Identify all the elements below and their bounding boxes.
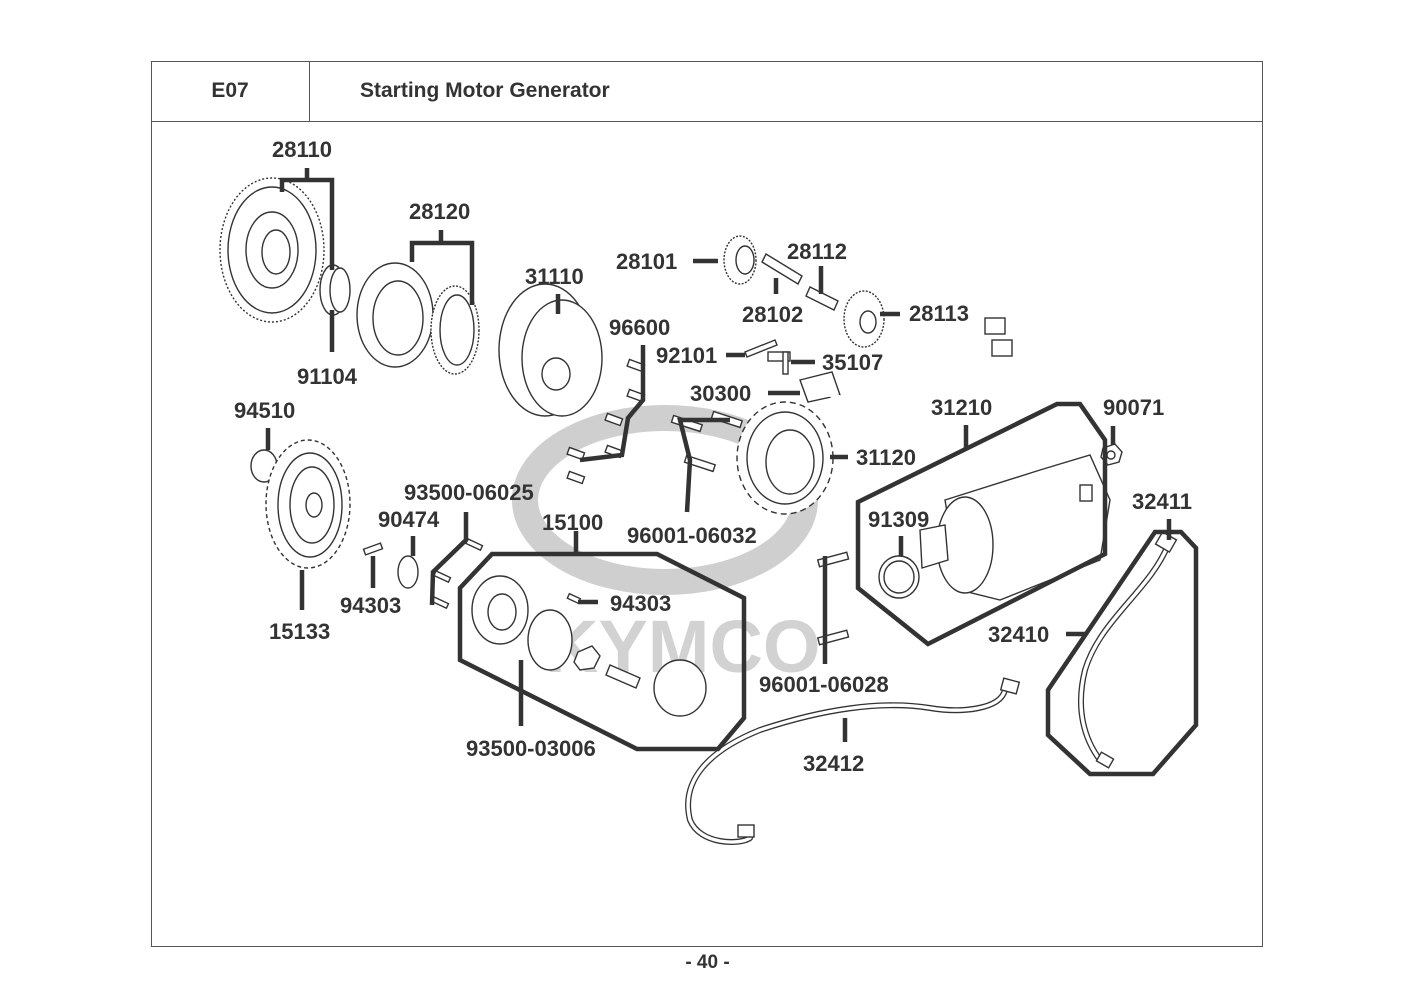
label-31120: 31120 [856, 445, 916, 470]
part-15100-oil-pump [471, 575, 707, 717]
label-32411: 32411 [1132, 489, 1192, 514]
part-28112-shaft [805, 286, 839, 311]
part-94303-pin-a [362, 542, 384, 556]
label-91104: 91104 [297, 364, 358, 389]
part-32412-ground-cable [685, 677, 1021, 845]
label-28120: 28120 [409, 199, 470, 224]
outline-15100 [457, 551, 747, 752]
label-15100: 15100 [542, 510, 603, 535]
label-28110: 28110 [272, 137, 332, 162]
part-91104-bearing [319, 264, 351, 316]
part-31210-starting-motor [919, 454, 1111, 601]
label-96600: 96600 [609, 315, 670, 340]
section-title: Starting Motor Generator [310, 61, 1263, 122]
part-35107-sensor [767, 351, 791, 375]
label-31110: 31110 [525, 264, 584, 289]
label-90474: 90474 [378, 507, 440, 532]
part-28102-shaft [761, 253, 803, 285]
label-28112: 28112 [787, 239, 847, 264]
part-28101-gear [723, 235, 757, 285]
bracket-93500-06025 [429, 512, 469, 606]
part-92101-bolt [744, 339, 778, 358]
part-91309-oring [878, 555, 920, 599]
bracket-96600 [579, 345, 646, 463]
label-90071: 90071 [1103, 395, 1164, 420]
label-94303-a: 94303 [340, 593, 401, 618]
label-28101: 28101 [616, 249, 677, 274]
section-code: E07 [151, 61, 310, 122]
bracket-96001-06032 [677, 417, 730, 513]
part-30300-pulser-harness [799, 317, 1013, 403]
part-28113-gear [843, 290, 885, 348]
diagram-frame [151, 61, 1263, 947]
label-32412: 32412 [803, 751, 864, 776]
label-94303-b: 94303 [610, 591, 671, 616]
outline-32411 [1045, 529, 1199, 777]
label-28113: 28113 [909, 301, 969, 326]
label-30300: 30300 [690, 381, 751, 406]
outline-31210 [855, 401, 1108, 647]
part-90474-washer [397, 555, 419, 589]
page-number: - 40 - [685, 952, 730, 973]
part-31110-flywheel [498, 283, 603, 417]
part-31120-stator [736, 401, 834, 515]
label-92101: 92101 [656, 343, 717, 368]
part-28110-gear [219, 177, 325, 323]
label-93500-03006: 93500-03006 [466, 736, 596, 761]
label-94510: 94510 [234, 398, 295, 423]
part-96001-06028-bolts [816, 551, 850, 646]
label-96001-06032: 96001-06032 [627, 523, 757, 548]
label-32410: 32410 [988, 622, 1049, 647]
label-31210: 31210 [931, 395, 992, 420]
label-15133: 15133 [269, 619, 330, 644]
label-91309: 91309 [868, 507, 929, 532]
label-28102: 28102 [742, 302, 803, 327]
label-96001-06028: 96001-06028 [759, 672, 889, 697]
part-15133-gear [265, 439, 351, 569]
label-35107: 35107 [822, 350, 883, 375]
label-93500-06025: 93500-06025 [404, 480, 534, 505]
part-28120-clutch [356, 262, 480, 375]
